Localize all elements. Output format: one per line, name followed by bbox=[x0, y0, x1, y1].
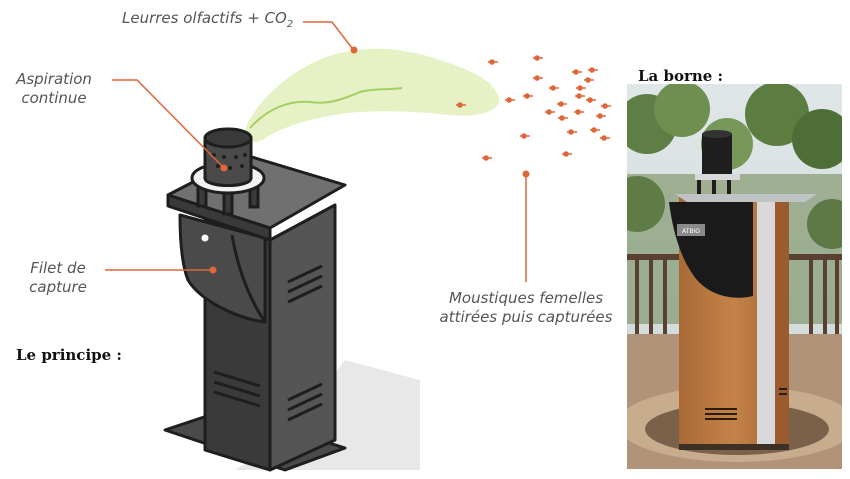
suction-cylinder-top bbox=[203, 127, 253, 149]
trap-top-plate-edge bbox=[166, 193, 272, 242]
label-mosquitoes: Moustiques femelles attirées puis captur… bbox=[430, 289, 622, 327]
label-mosquitoes-line1: Moustiques femelles bbox=[448, 289, 604, 307]
label-lures-sub: 2 bbox=[286, 19, 294, 30]
photo-device-corner bbox=[757, 196, 775, 446]
leader-dots bbox=[209, 46, 530, 274]
front-vents bbox=[213, 370, 261, 408]
photo-device-vents bbox=[705, 388, 787, 420]
device-photo: ATBIO bbox=[627, 84, 842, 469]
label-net: Filet de capture bbox=[20, 259, 96, 297]
capture-net-inner bbox=[230, 234, 267, 323]
trap-body-side bbox=[268, 203, 337, 472]
odor-plume bbox=[244, 48, 500, 142]
side-vents bbox=[287, 264, 323, 422]
photo-device-badge: ATBIO bbox=[682, 228, 700, 235]
capture-net-dot bbox=[201, 234, 209, 242]
label-lures: Leurres olfactifs + CO2 bbox=[122, 9, 293, 34]
heading-principle: Le principe : bbox=[16, 346, 122, 364]
photo-device-top bbox=[675, 194, 817, 202]
label-lures-text: Leurres olfactifs + CO bbox=[122, 9, 287, 27]
suction-holes bbox=[212, 153, 247, 170]
label-suction-line2: continue bbox=[21, 89, 87, 107]
odor-plume-line bbox=[249, 87, 403, 129]
leader-lines bbox=[105, 21, 527, 282]
mosquito-swarm bbox=[456, 55, 611, 161]
label-net-line2: capture bbox=[29, 278, 87, 296]
capture-net bbox=[178, 213, 267, 324]
suction-cylinder bbox=[203, 136, 253, 187]
photo-device-corner-right bbox=[775, 196, 789, 446]
label-suction: Aspiration continue bbox=[8, 70, 100, 108]
label-net-line1: Filet de bbox=[30, 259, 86, 277]
photo-device-badge-plate bbox=[677, 224, 705, 236]
photo-device-base bbox=[679, 444, 789, 450]
label-suction-line1: Aspiration bbox=[16, 70, 92, 88]
label-mosquitoes-line2: attirées puis capturées bbox=[439, 308, 613, 326]
photo-device-cylinder bbox=[702, 134, 732, 176]
heading-terminal: La borne : bbox=[638, 67, 724, 85]
